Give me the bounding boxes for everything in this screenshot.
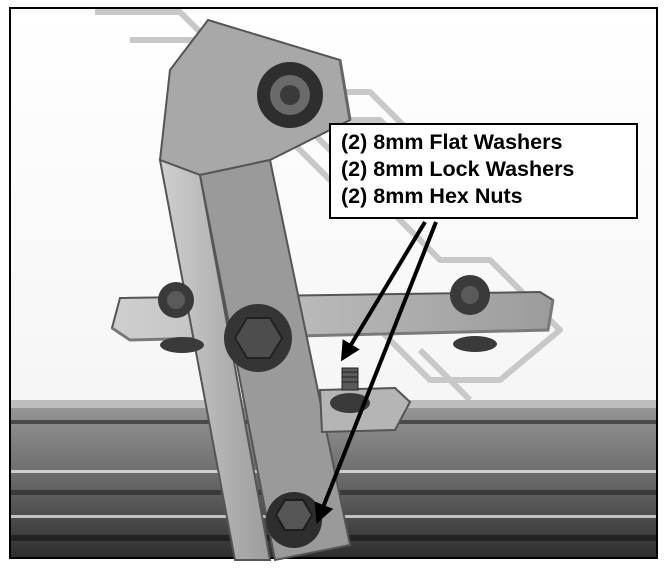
hex-nut-icon	[224, 304, 292, 372]
callout-line-flat-washers: (2) 8mm Flat Washers	[341, 130, 563, 154]
hex-nut-icon	[158, 282, 204, 353]
stud-bolt	[330, 367, 370, 413]
callout-line-hex-nuts: (2) 8mm Hex Nuts	[341, 184, 523, 208]
hex-nut-icon	[266, 492, 322, 548]
hex-nut-icon	[257, 62, 323, 128]
hardware-callout: (2) 8mm Flat Washers (2) 8mm Lock Washer…	[329, 123, 638, 219]
callout-line-lock-washers: (2) 8mm Lock Washers	[341, 157, 575, 181]
base-plate	[318, 386, 412, 434]
arrow	[340, 220, 427, 362]
arrow	[314, 221, 438, 524]
hex-nut-icon	[450, 275, 497, 352]
